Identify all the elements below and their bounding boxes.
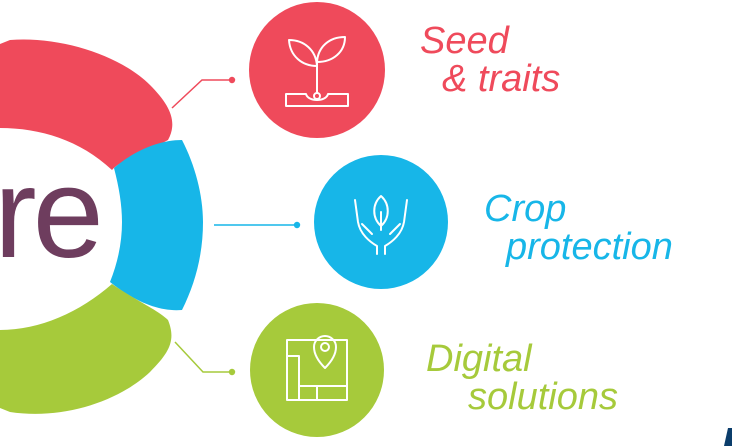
sprout-icon bbox=[285, 36, 349, 107]
crop-arc-segment bbox=[110, 140, 203, 311]
map-pin-icon bbox=[286, 335, 348, 401]
crop-protection-label: Crop protection bbox=[484, 190, 673, 266]
corner-accent bbox=[724, 428, 732, 446]
seed-arc-segment bbox=[0, 39, 173, 170]
hands-leaf-icon bbox=[354, 195, 408, 255]
digital-connector-dot bbox=[228, 368, 236, 376]
digital-label-line1: Digital bbox=[426, 338, 532, 380]
digital-arc-segment bbox=[0, 284, 172, 414]
crop-label-line1: Crop bbox=[484, 188, 567, 230]
digital-circle bbox=[250, 303, 384, 437]
seed-connector-dot bbox=[228, 76, 236, 84]
crop-connector-dot bbox=[293, 221, 301, 229]
digital-connector bbox=[174, 341, 232, 373]
seed-label-line2: & traits bbox=[442, 58, 561, 100]
seed-label-line1: Seed bbox=[420, 20, 509, 62]
digital-solutions-label: Digital solutions bbox=[426, 340, 618, 416]
seed-traits-label: Seed & traits bbox=[420, 22, 560, 98]
brand-word-fragment: re bbox=[0, 142, 104, 285]
digital-label-line2: solutions bbox=[468, 376, 618, 418]
seed-connector bbox=[171, 79, 232, 109]
crop-label-line2: protection bbox=[506, 226, 673, 268]
